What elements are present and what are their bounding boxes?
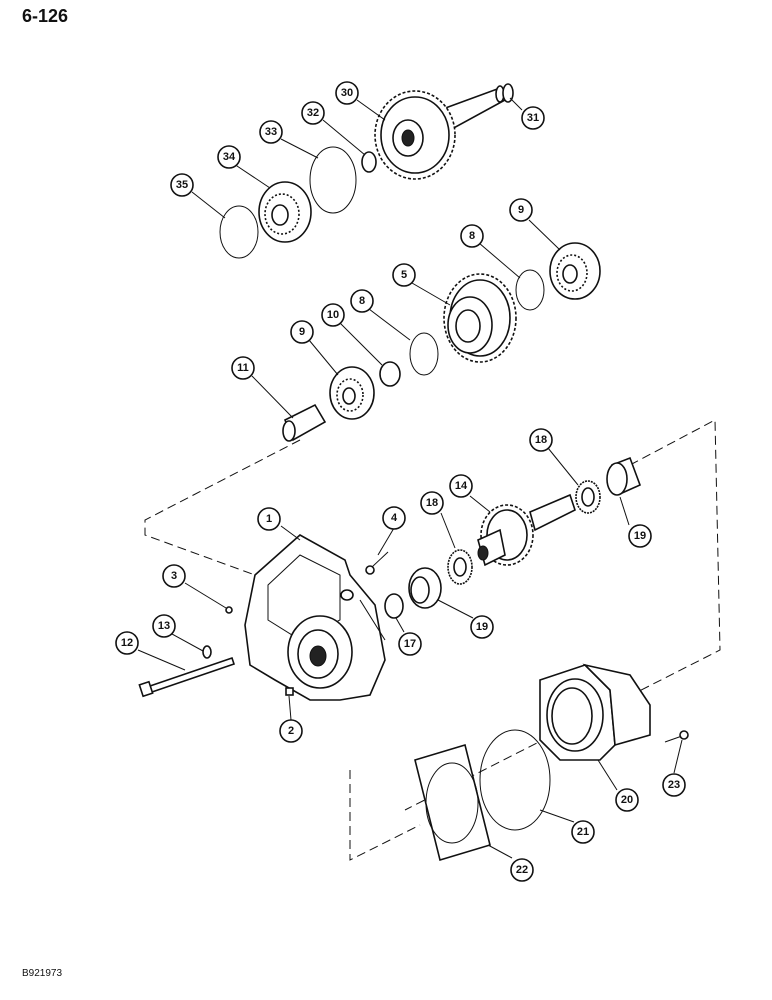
svg-text:12: 12: [121, 637, 133, 649]
callout-35: 35: [170, 173, 194, 197]
callout-11: 11: [231, 356, 255, 380]
svg-text:2: 2: [288, 725, 294, 737]
page-number: 6-126: [22, 6, 69, 26]
svg-text:5: 5: [401, 269, 407, 281]
callout-14: 14: [449, 474, 473, 498]
callout-13: 13: [152, 614, 176, 638]
svg-text:9: 9: [518, 204, 524, 216]
retaining-ring-33: [309, 146, 357, 214]
svg-text:32: 32: [307, 107, 319, 119]
svg-text:21: 21: [577, 826, 589, 838]
svg-text:30: 30: [341, 87, 353, 99]
callout-5: 5: [392, 263, 416, 287]
callout-19-upper: 19: [628, 524, 652, 548]
plug-2: [285, 687, 294, 696]
bearing-cone-18-upper: [575, 480, 601, 514]
callout-19-lower: 19: [470, 615, 494, 639]
callout-9-lower: 9: [290, 320, 314, 344]
bearing-34: [258, 181, 312, 243]
callout-1: 1: [257, 507, 281, 531]
bolt-12: [138, 656, 236, 698]
svg-text:35: 35: [176, 179, 188, 191]
callout-17: 17: [398, 632, 422, 656]
svg-text:18: 18: [426, 497, 438, 509]
assembly-line-upper: [144, 439, 301, 576]
adapter-housing-20: [539, 663, 651, 761]
ring-35: [219, 205, 259, 259]
ring-8-lower: [409, 332, 439, 376]
bearing-cup-19-lower: [408, 567, 442, 609]
svg-text:22: 22: [516, 864, 528, 876]
housing-1: [244, 534, 386, 701]
bearing-9-upper: [549, 242, 601, 300]
figure-code: B921973: [22, 968, 63, 979]
gasket-22: [414, 743, 491, 862]
gear-shaft-14: [477, 493, 576, 567]
svg-text:11: 11: [237, 362, 249, 374]
svg-text:10: 10: [327, 309, 339, 321]
svg-text:9: 9: [299, 326, 305, 338]
svg-text:23: 23: [668, 779, 680, 791]
callout-10: 10: [321, 303, 345, 327]
svg-text:17: 17: [404, 638, 416, 650]
callout-30: 30: [335, 81, 359, 105]
svg-text:4: 4: [391, 512, 398, 524]
o-ring-21: [479, 729, 551, 831]
gear-30: [374, 85, 507, 180]
callout-33: 33: [259, 120, 283, 144]
bearing-cup-19-upper: [606, 456, 642, 496]
callout-8-lower: 8: [350, 289, 374, 313]
callout-32: 32: [301, 101, 325, 125]
assembly-line-right: [404, 419, 721, 811]
svg-text:13: 13: [158, 620, 170, 632]
snap-ring-31: [502, 83, 514, 103]
callout-34: 34: [217, 145, 241, 169]
svg-text:19: 19: [476, 621, 488, 633]
washer-13: [202, 645, 212, 659]
washer-17: [384, 593, 404, 619]
svg-text:1: 1: [266, 513, 272, 525]
callout-20: 20: [615, 788, 639, 812]
svg-text:34: 34: [223, 151, 236, 163]
callout-3: 3: [162, 564, 186, 588]
callout-22: 22: [510, 858, 534, 882]
shaft-11: [282, 403, 327, 442]
plug-3: [225, 606, 233, 614]
svg-text:20: 20: [621, 794, 633, 806]
spacer-10: [379, 361, 401, 387]
svg-text:33: 33: [265, 126, 277, 138]
svg-text:3: 3: [171, 570, 177, 582]
callout-12: 12: [115, 631, 139, 655]
svg-text:14: 14: [455, 480, 468, 492]
callout-2: 2: [279, 719, 303, 743]
screw-4: [365, 551, 389, 575]
callout-18-upper: 18: [529, 428, 553, 452]
svg-text:8: 8: [359, 295, 365, 307]
svg-text:19: 19: [634, 530, 646, 542]
bearing-9-lower: [329, 366, 375, 420]
bearing-cone-18-lower: [447, 549, 473, 585]
ring-8-upper: [515, 269, 545, 311]
callout-31: 31: [521, 106, 545, 130]
callout-23: 23: [662, 773, 686, 797]
gear-5: [443, 273, 517, 363]
callout-4: 4: [382, 506, 406, 530]
callout-21: 21: [571, 820, 595, 844]
assembly-line-lower: [349, 770, 421, 861]
washer-32: [361, 151, 377, 173]
callout-9-upper: 9: [509, 198, 533, 222]
svg-text:8: 8: [469, 230, 475, 242]
screw-23: [664, 730, 689, 743]
callout-8-upper: 8: [460, 224, 484, 248]
callout-18-lower: 18: [420, 491, 444, 515]
svg-text:18: 18: [535, 434, 547, 446]
leader-lines: [137, 97, 683, 859]
svg-text:31: 31: [527, 112, 539, 124]
